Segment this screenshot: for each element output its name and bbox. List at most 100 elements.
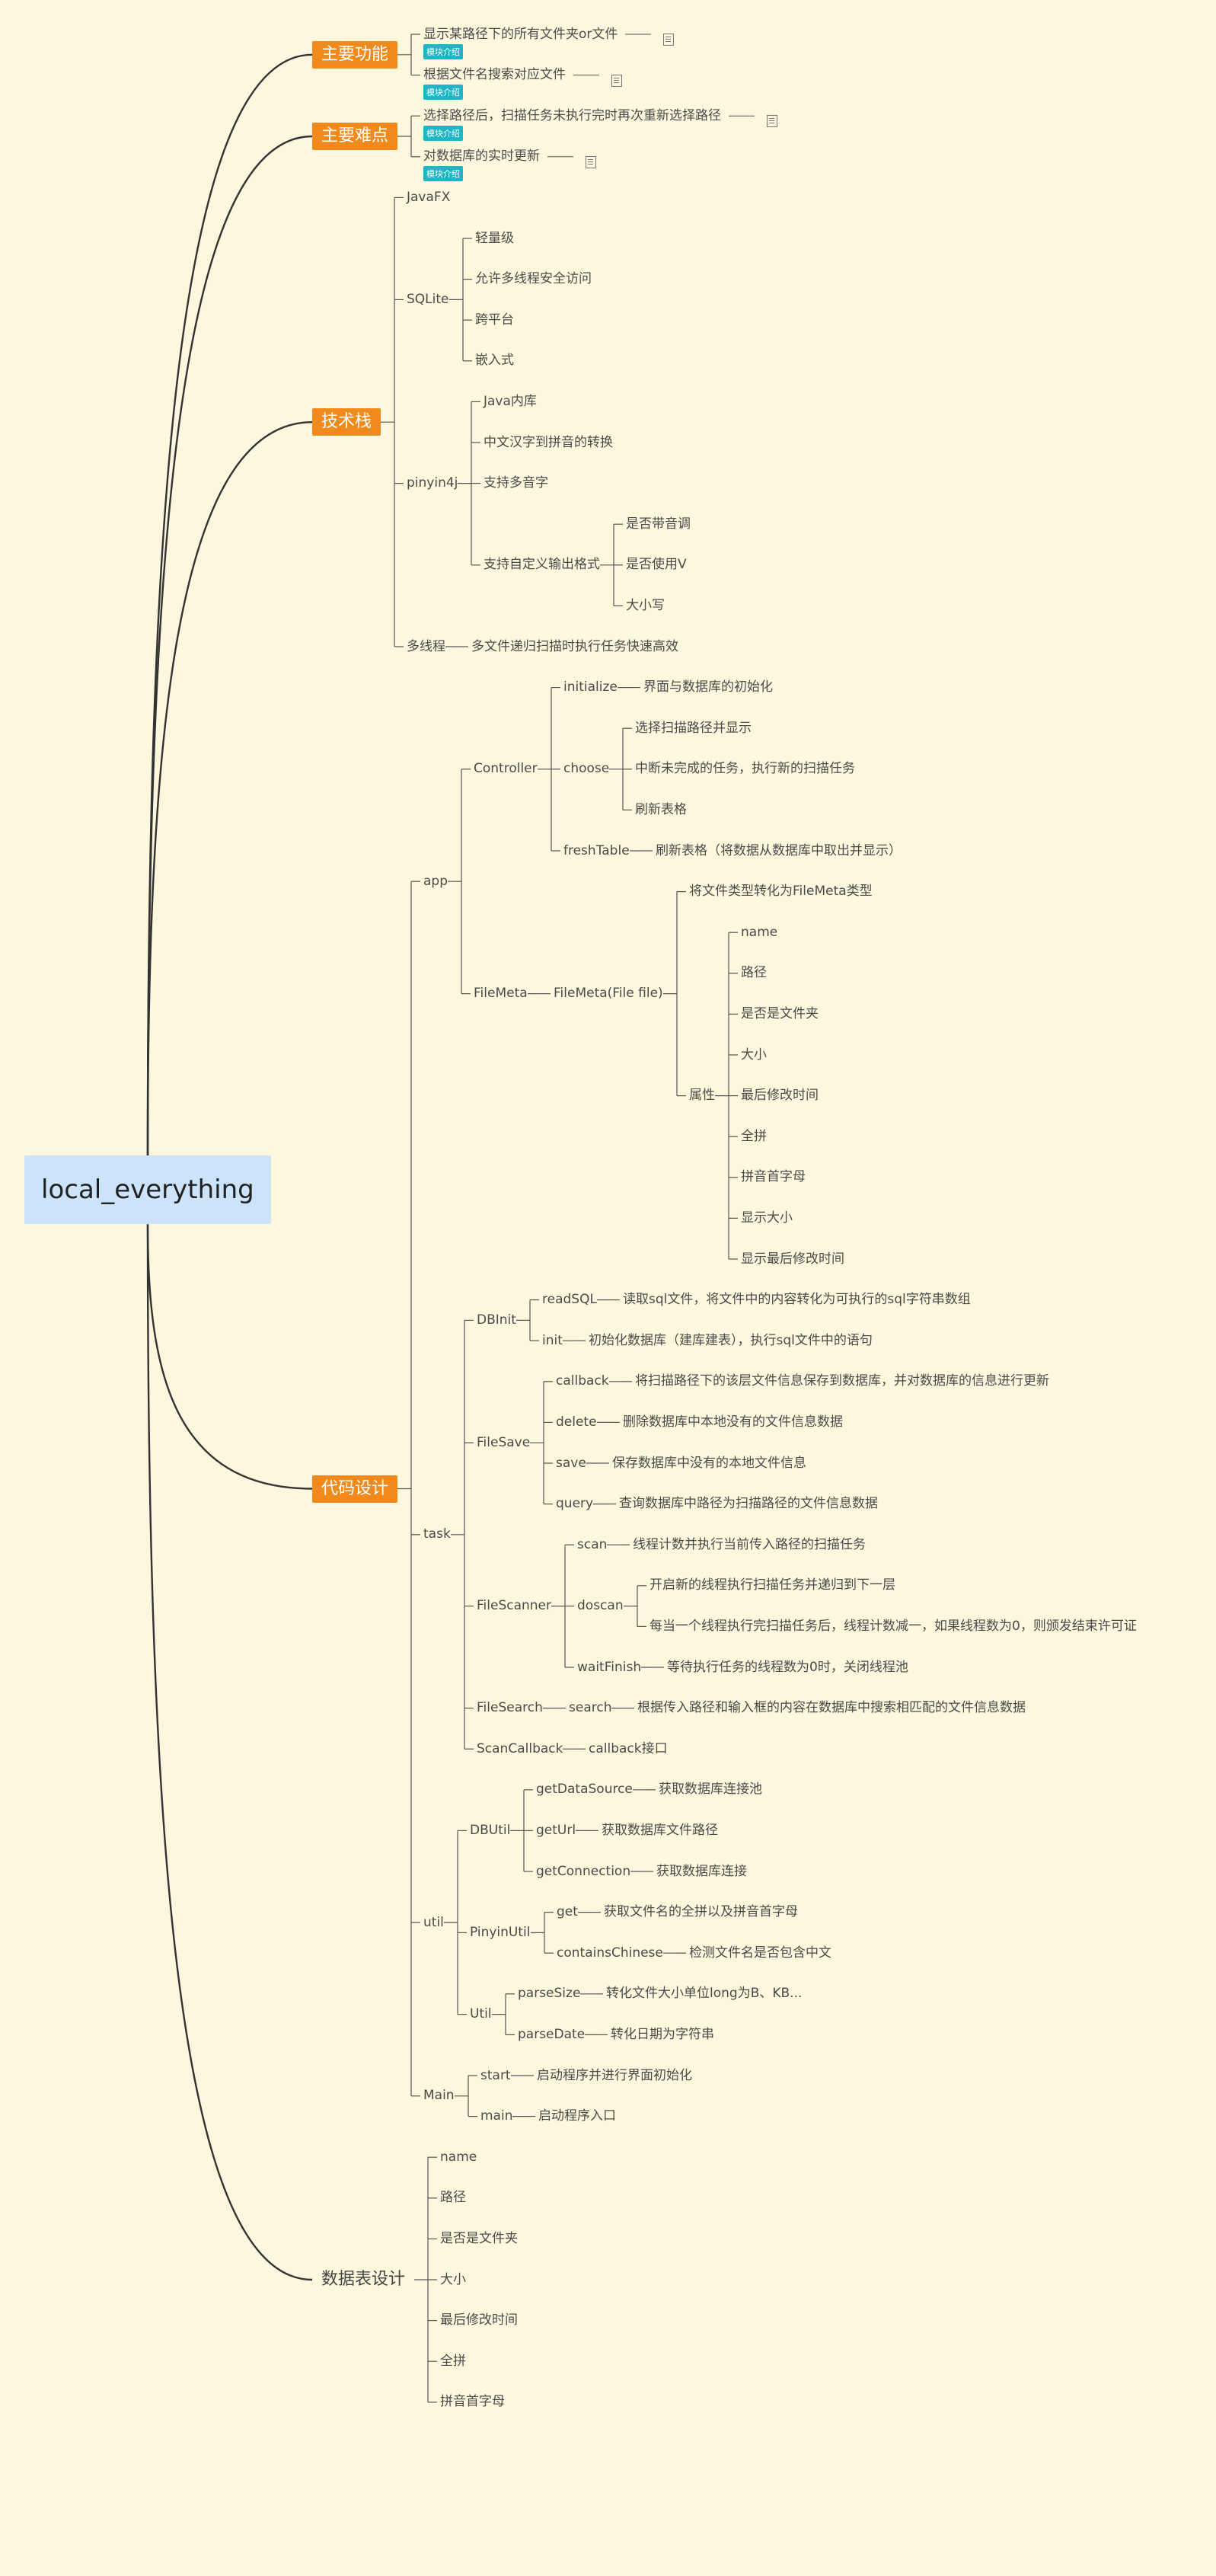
note-icon[interactable] — [767, 115, 777, 128]
main-branch-3[interactable]: 技术栈 — [312, 408, 381, 436]
node-node[interactable]: 中断未完成的任务，执行新的扫描任务 — [635, 761, 855, 777]
node-init[interactable]: init — [542, 1332, 563, 1348]
node-node[interactable]: 跨平台 — [475, 312, 514, 328]
node-freshtable[interactable]: freshTable — [563, 842, 630, 858]
node-node[interactable]: 拼音首字母 — [440, 2394, 505, 2410]
node-filemeta[interactable]: 将文件类型转化为FileMeta类型 — [689, 884, 873, 900]
node-node[interactable]: 是否是文件夹 — [741, 1005, 819, 1021]
node-node[interactable]: 启动程序并进行界面初始化 — [537, 2067, 692, 2083]
node-util[interactable]: Util — [470, 2006, 492, 2022]
node-doscan[interactable]: doscan — [577, 1598, 624, 1614]
node-node[interactable]: 路径 — [741, 965, 767, 981]
node-sql[interactable]: 初始化数据库（建库建表），执行sql文件中的语句 — [589, 1332, 873, 1348]
node-node[interactable]: 是否是文件夹 — [440, 2230, 518, 2246]
node-util[interactable]: util — [423, 1914, 444, 1930]
main-branch-4[interactable]: 代码设计 — [312, 1475, 398, 1503]
node-filescanner[interactable]: FileScanner — [477, 1598, 551, 1614]
node-node[interactable]: 线程计数并执行当前传入路径的扫描任务 — [633, 1536, 866, 1552]
node-task[interactable]: task — [423, 1526, 451, 1542]
note-icon[interactable] — [586, 155, 596, 168]
module-intro-tag[interactable]: 模块介绍 — [423, 85, 463, 101]
node-node[interactable]: 大小写 — [626, 597, 665, 613]
module-intro-tag[interactable]: 模块介绍 — [423, 125, 463, 141]
node-node[interactable]: 显示最后修改时间 — [741, 1251, 844, 1267]
main-branch-1[interactable]: 主要功能 — [312, 40, 398, 69]
node-node[interactable]: 属性 — [689, 1088, 715, 1104]
node-node[interactable]: 检测文件名是否包含中文 — [689, 1945, 831, 1961]
node-query[interactable]: query — [556, 1496, 594, 1512]
module-intro-tag[interactable]: 模块介绍 — [423, 166, 463, 182]
node-node[interactable]: 获取数据库文件路径 — [602, 1822, 718, 1838]
node-node[interactable]: 刷新表格 — [635, 801, 687, 817]
node-node[interactable]: 将扫描路径下的该层文件信息保存到数据库，并对数据库的信息进行更新 — [635, 1373, 1049, 1389]
node-search[interactable]: search — [569, 1700, 612, 1716]
main-branch-5[interactable]: 数据表设计 — [321, 2270, 406, 2289]
node-node[interactable]: 全拼 — [440, 2353, 466, 2369]
node-parsesize[interactable]: parseSize — [518, 1986, 581, 2002]
node-0[interactable]: 等待执行任务的线程数为0时，关闭线程池 — [667, 1659, 908, 1675]
node-initialize[interactable]: initialize — [563, 679, 618, 695]
node-sqlite[interactable]: SQLite — [407, 291, 449, 307]
node-filesave[interactable]: FileSave — [477, 1434, 531, 1450]
node-node[interactable]: 多文件递归扫描时执行任务快速高效 — [471, 638, 678, 654]
node-filemeta[interactable]: FileMeta — [474, 986, 528, 1002]
node-node[interactable]: 获取数据库连接 — [656, 1863, 747, 1879]
node-getconnection[interactable]: getConnection — [536, 1863, 631, 1879]
node-node[interactable]: 轻量级 — [475, 230, 514, 246]
node-node[interactable]: 根据文件名搜索对应文件 — [423, 67, 566, 83]
node-node[interactable]: 删除数据库中本地没有的文件信息数据 — [623, 1414, 843, 1430]
node-getdatasource[interactable]: getDataSource — [536, 1782, 633, 1798]
node-dbinit[interactable]: DBInit — [477, 1312, 516, 1328]
node-node[interactable]: 大小 — [440, 2271, 466, 2287]
node-geturl[interactable]: getUrl — [536, 1822, 576, 1838]
node-delete[interactable]: delete — [556, 1414, 597, 1430]
node-filesearch[interactable]: FileSearch — [477, 1700, 543, 1716]
module-intro-tag[interactable]: 模块介绍 — [423, 43, 463, 59]
node-node[interactable]: 支持自定义输出格式 — [484, 557, 600, 573]
node-main[interactable]: Main — [423, 2088, 455, 2104]
node-javafx[interactable]: JavaFX — [407, 189, 451, 205]
node-node[interactable]: 获取数据库连接池 — [659, 1782, 762, 1798]
node-get[interactable]: get — [557, 1904, 578, 1920]
node-long-b-kb[interactable]: 转化文件大小单位long为B、KB... — [606, 1986, 803, 2002]
node-pinyinutil[interactable]: PinyinUtil — [470, 1924, 531, 1940]
node-name[interactable]: name — [440, 2149, 477, 2165]
node-node[interactable]: 查询数据库中路径为扫描路径的文件信息数据 — [619, 1496, 878, 1512]
node-node[interactable]: 对数据库的实时更新 — [423, 149, 540, 165]
node-java[interactable]: Java内库 — [484, 393, 537, 409]
node-readsql[interactable]: readSQL — [542, 1292, 597, 1308]
node-scan[interactable]: scan — [577, 1536, 608, 1552]
node-callback[interactable]: callback接口 — [589, 1740, 668, 1756]
node-or[interactable]: 显示某路径下的所有文件夹or文件 — [423, 26, 618, 42]
node-node[interactable]: 选择扫描路径并显示 — [635, 720, 752, 736]
node-choose[interactable]: choose — [563, 761, 610, 777]
node-dbutil[interactable]: DBUtil — [470, 1822, 511, 1838]
node-start[interactable]: start — [480, 2067, 511, 2083]
node-node[interactable]: 刷新表格（将数据从数据库中取出并显示） — [656, 842, 902, 858]
node-node[interactable]: 允许多线程安全访问 — [475, 271, 592, 287]
node-sql-sql[interactable]: 读取sql文件，将文件中的内容转化为可执行的sql字符串数组 — [623, 1292, 971, 1308]
node-v[interactable]: 是否使用V — [626, 557, 687, 573]
node-node[interactable]: 开启新的线程执行扫描任务并递归到下一层 — [649, 1577, 895, 1593]
node-node[interactable]: 保存数据库中没有的本地文件信息 — [612, 1455, 806, 1471]
node-pinyin4j[interactable]: pinyin4j — [407, 475, 458, 491]
node-filemeta-file-file[interactable]: FileMeta(File file) — [554, 986, 663, 1002]
node-node[interactable]: 拼音首字母 — [741, 1169, 806, 1185]
node-node[interactable]: 根据传入路径和输入框的内容在数据库中搜索相匹配的文件信息数据 — [637, 1700, 1026, 1716]
node-node[interactable]: 支持多音字 — [484, 475, 548, 491]
node-node[interactable]: 多线程 — [407, 638, 445, 654]
note-icon[interactable] — [663, 34, 674, 46]
node-0[interactable]: 每当一个线程执行完扫描任务后，线程计数减一，如果线程数为0，则颁发结束许可证 — [649, 1618, 1137, 1634]
node-node[interactable]: 全拼 — [741, 1128, 767, 1144]
node-node[interactable]: 路径 — [440, 2190, 466, 2206]
node-scancallback[interactable]: ScanCallback — [477, 1740, 563, 1756]
node-controller[interactable]: Controller — [474, 761, 538, 777]
node-node[interactable]: 最后修改时间 — [741, 1088, 819, 1104]
note-icon[interactable] — [611, 74, 622, 87]
node-node[interactable]: 选择路径后，扫描任务未执行完时再次重新选择路径 — [423, 107, 721, 123]
node-node[interactable]: 显示大小 — [741, 1210, 793, 1226]
node-containschinese[interactable]: containsChinese — [557, 1945, 663, 1961]
node-name[interactable]: name — [741, 924, 778, 940]
node-node[interactable]: 嵌入式 — [475, 353, 514, 369]
node-save[interactable]: save — [556, 1455, 586, 1471]
